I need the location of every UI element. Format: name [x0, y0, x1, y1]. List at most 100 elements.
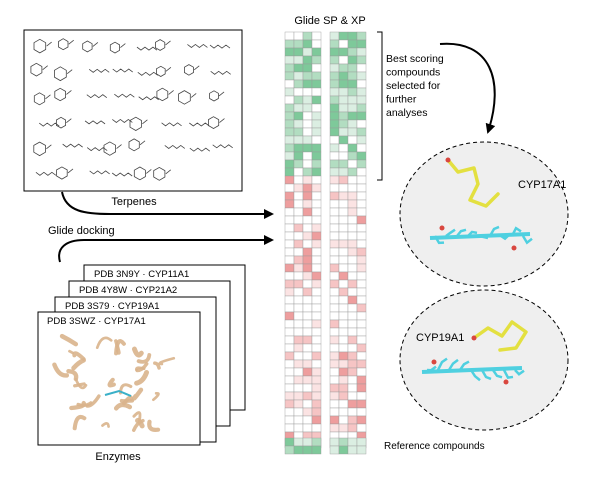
- heatmap-cell: [338, 319, 349, 329]
- heatmap-cell: [293, 295, 304, 305]
- heatmap-cell: [284, 407, 295, 417]
- chain-bond: [212, 144, 233, 149]
- heatmap-cell: [356, 175, 367, 185]
- heme-bond: [491, 369, 503, 379]
- heatmap-cell: [284, 79, 295, 89]
- result-cyp19a1: CYP19A1: [399, 289, 569, 431]
- heatmap-cell: [329, 335, 340, 345]
- reference-cell: [338, 437, 349, 447]
- heatmap-cell: [356, 239, 367, 249]
- protein-ribbon: [74, 377, 88, 390]
- heatmap-cell: [347, 87, 358, 97]
- heatmap-cell: [284, 55, 295, 65]
- heatmap-cell: [347, 231, 358, 241]
- heatmap-cell: [311, 71, 322, 81]
- heatmap-cell: [284, 311, 295, 321]
- heatmap-cell: [338, 279, 349, 289]
- heatmap-cell: [311, 167, 322, 177]
- heatmap-cell: [329, 343, 340, 353]
- heatmap-cell: [347, 415, 358, 425]
- heatmap-cell: [311, 367, 322, 377]
- heatmap-cell: [338, 295, 349, 305]
- heatmap-cell: [311, 247, 322, 257]
- heatmap-cell: [302, 215, 313, 225]
- heatmap-cell: [329, 391, 340, 401]
- heatmap-cell: [311, 415, 322, 425]
- heatmap-cell: [356, 55, 367, 65]
- heatmap-cell: [329, 55, 340, 65]
- heatmap-cell: [347, 343, 358, 353]
- heatmap-cell: [347, 183, 358, 193]
- heatmap-cell: [311, 175, 322, 185]
- chain-bond: [38, 122, 60, 127]
- heme-bond: [445, 228, 456, 238]
- oxygen-atom: [445, 157, 451, 163]
- side-bond: [46, 144, 52, 150]
- heatmap-cell: [293, 415, 304, 425]
- heatmap-cell: [356, 135, 367, 145]
- heatmap-cell: [329, 375, 340, 385]
- heatmap-cell: [347, 255, 358, 265]
- heatmap-cell: [329, 159, 340, 169]
- heatmap-cell: [338, 63, 349, 73]
- heatmap-cell: [338, 327, 349, 337]
- heatmap-cell: [311, 151, 322, 161]
- enzyme-card-1-box: [37, 311, 201, 446]
- heatmap-cell: [293, 39, 304, 49]
- heatmap-cell: [338, 143, 349, 153]
- heatmap-cell: [311, 127, 322, 137]
- heatmap-cell: [284, 159, 295, 169]
- heatmap-cell: [338, 199, 349, 209]
- side-bond: [66, 118, 72, 123]
- heatmap-cell: [338, 247, 349, 257]
- heatmap-cell: [293, 351, 304, 361]
- chain-bond: [86, 94, 108, 99]
- heatmap-cell: [293, 399, 304, 409]
- heatmap-cell: [302, 183, 313, 193]
- heatmap-cell: [293, 175, 304, 185]
- heatmap-cell: [293, 71, 304, 81]
- heatmap-cell: [347, 399, 358, 409]
- heatmap-cell: [338, 391, 349, 401]
- heatmap-cell: [347, 423, 358, 433]
- heatmap-cell: [356, 119, 367, 129]
- heatmap-cell: [311, 279, 322, 289]
- heatmap-cell: [338, 359, 349, 369]
- heatmap-cell: [329, 215, 340, 225]
- chain-bond: [111, 172, 133, 177]
- heatmap-cell: [329, 287, 340, 297]
- side-bond: [46, 41, 52, 47]
- heatmap-cell: [311, 295, 322, 305]
- heatmap-cell: [338, 103, 349, 113]
- heatmap-cell: [356, 247, 367, 257]
- heatmap-cell: [338, 255, 349, 265]
- heatmap-cell: [338, 39, 349, 49]
- ring-bond: [56, 116, 66, 129]
- heatmap-cell: [284, 303, 295, 313]
- glide-heatmap: Glide SP & XP Reference compounds: [284, 15, 485, 455]
- heatmap-cell: [338, 71, 349, 81]
- heatmap-cell: [293, 87, 304, 97]
- heatmap-cell: [347, 303, 358, 313]
- protein-ribbon: [153, 361, 161, 370]
- heatmap-cell: [347, 359, 358, 369]
- enzyme-card-3-title: PDB 4Y8W · CYP21A2: [79, 285, 177, 296]
- heatmap-cell: [356, 87, 367, 97]
- oxygen-atom: [511, 245, 517, 251]
- heatmap-cell: [338, 215, 349, 225]
- heatmap-cell: [347, 199, 358, 209]
- heatmap-cell: [284, 215, 295, 225]
- heatmap-cell: [347, 63, 358, 73]
- heatmap-cell: [329, 319, 340, 329]
- heatmap-cell: [293, 343, 304, 353]
- ring-bond: [103, 141, 116, 156]
- reference-cell: [329, 437, 340, 447]
- heme-bond: [426, 365, 437, 372]
- reference-cell: [338, 445, 349, 455]
- heatmap-cell: [329, 47, 340, 57]
- chain-bond: [137, 71, 159, 76]
- best-scoring-bracket: [377, 31, 383, 181]
- heatmap-cell: [356, 335, 367, 345]
- heatmap-cell: [338, 399, 349, 409]
- heatmap-cell: [302, 423, 313, 433]
